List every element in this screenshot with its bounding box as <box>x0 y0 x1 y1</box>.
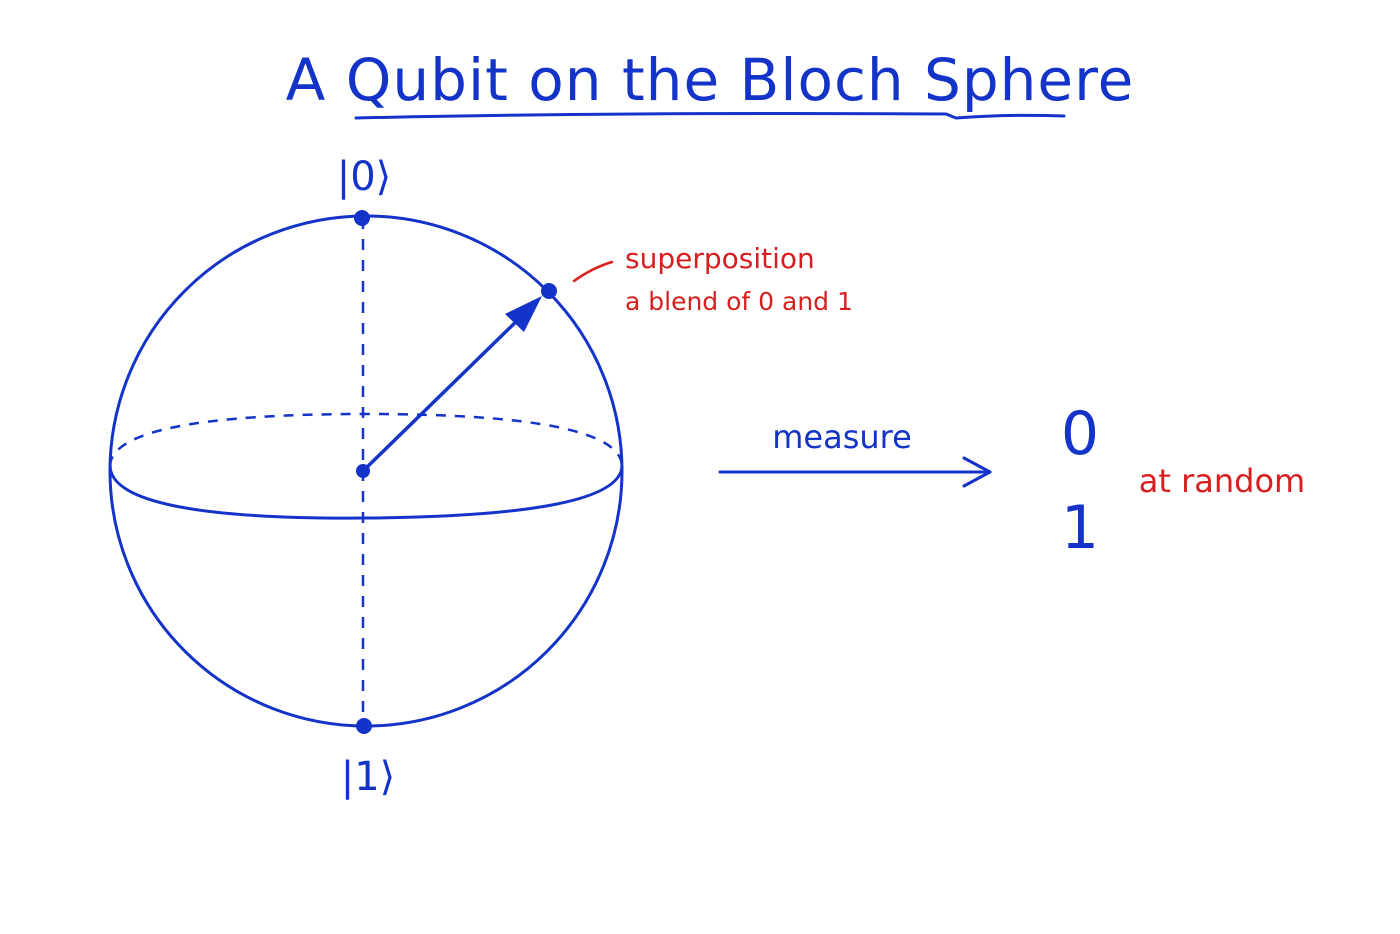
state-point <box>541 283 557 299</box>
measure-label: measure <box>772 418 912 456</box>
annotation-superposition: superposition <box>625 242 815 275</box>
at-random-note: at random <box>1139 462 1305 500</box>
page-title: A Qubit on the Bloch Sphere <box>286 46 1135 114</box>
pole-zero-label: |0⟩ <box>337 154 392 200</box>
pole-zero-point <box>354 210 370 226</box>
outcome-one: 1 <box>1061 493 1099 563</box>
annotation-blend: a blend of 0 and 1 <box>625 287 853 316</box>
pole-one-point <box>356 718 372 734</box>
state-vector-arrowhead <box>505 296 542 332</box>
annotation-leader-line <box>572 260 614 283</box>
title-underline <box>354 112 1066 120</box>
measure-arrowhead <box>962 456 992 488</box>
state-vector-line <box>361 310 528 473</box>
pole-one-label: |1⟩ <box>341 754 396 800</box>
equator-front <box>108 465 624 520</box>
equator-back-dashed <box>108 412 624 467</box>
outcome-zero: 0 <box>1061 399 1099 469</box>
